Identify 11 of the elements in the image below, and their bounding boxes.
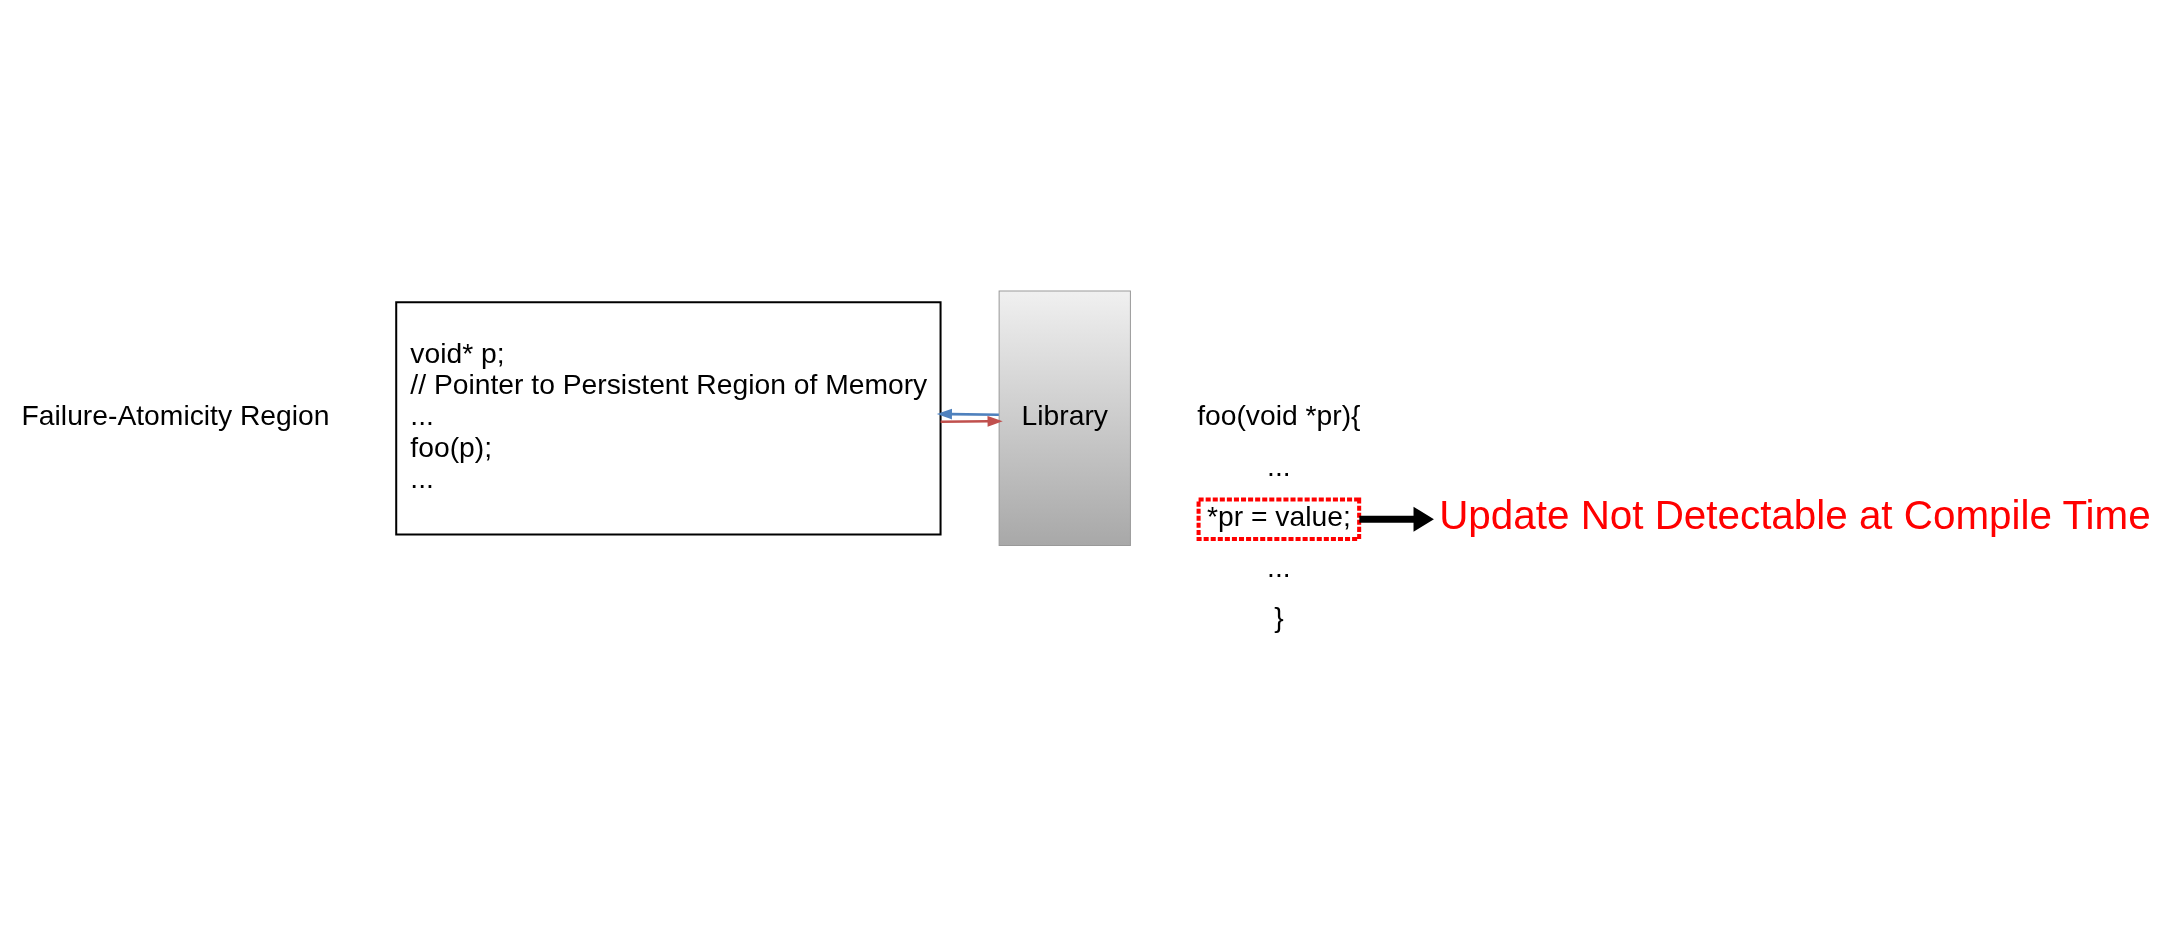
- label: }: [1274, 601, 1284, 634]
- node-box: Library: [998, 290, 1131, 547]
- label: foo(void *pr){: [1197, 399, 1361, 432]
- label: ...: [1267, 449, 1291, 482]
- node-box: *pr = value;: [1196, 497, 1362, 541]
- label: Failure-Atomicity Region: [21, 399, 330, 432]
- node-box: void* p; // Pointer to Persistent Region of Memory ... foo(p); ...: [395, 301, 942, 536]
- arrow: [940, 416, 1003, 427]
- label: ...: [1267, 550, 1291, 583]
- node-text: Update Not Detectable at Compile Time: [1439, 492, 2151, 539]
- arrow: [936, 408, 999, 420]
